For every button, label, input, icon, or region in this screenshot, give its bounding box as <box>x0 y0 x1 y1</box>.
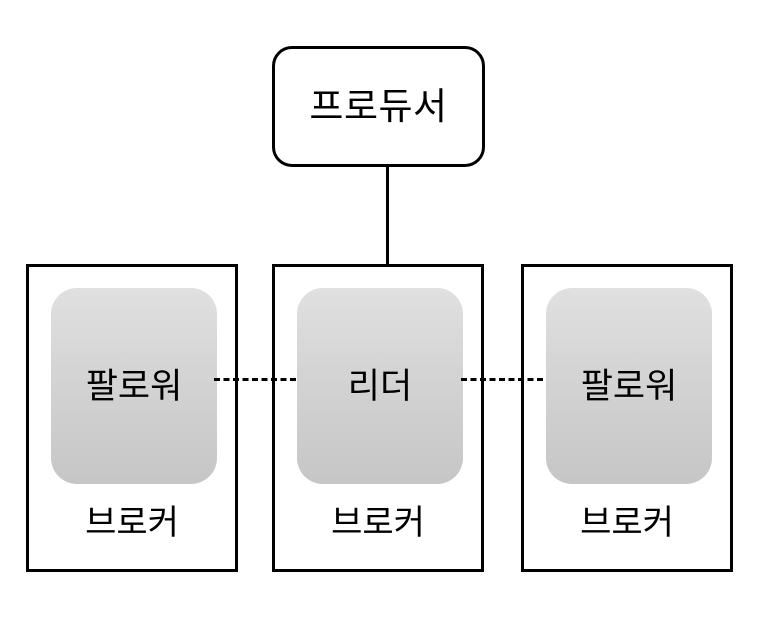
broker-caption-center: 브로커 <box>331 504 425 542</box>
broker-node-center[interactable]: 리더 브로커 <box>272 264 484 572</box>
role-box-follower-left[interactable]: 팔로워 <box>51 288 217 484</box>
role-label-leader: 리더 <box>347 366 413 406</box>
broker-caption-left: 브로커 <box>85 504 179 542</box>
role-box-leader[interactable]: 리더 <box>297 288 463 484</box>
producer-node[interactable]: 프로듀서 <box>272 46 485 167</box>
producer-label: 프로듀서 <box>309 86 448 127</box>
role-box-follower-right[interactable]: 팔로워 <box>546 288 712 484</box>
replication-link-right <box>461 378 543 381</box>
broker-caption-right: 브로커 <box>580 504 674 542</box>
role-label-follower-right: 팔로워 <box>580 366 678 406</box>
role-label-follower-left: 팔로워 <box>85 366 183 406</box>
replication-link-left <box>214 378 296 381</box>
broker-node-left[interactable]: 팔로워 브로커 <box>26 264 238 572</box>
producer-to-leader-arrow-shaft <box>386 167 389 275</box>
broker-node-right[interactable]: 팔로워 브로커 <box>521 264 733 572</box>
